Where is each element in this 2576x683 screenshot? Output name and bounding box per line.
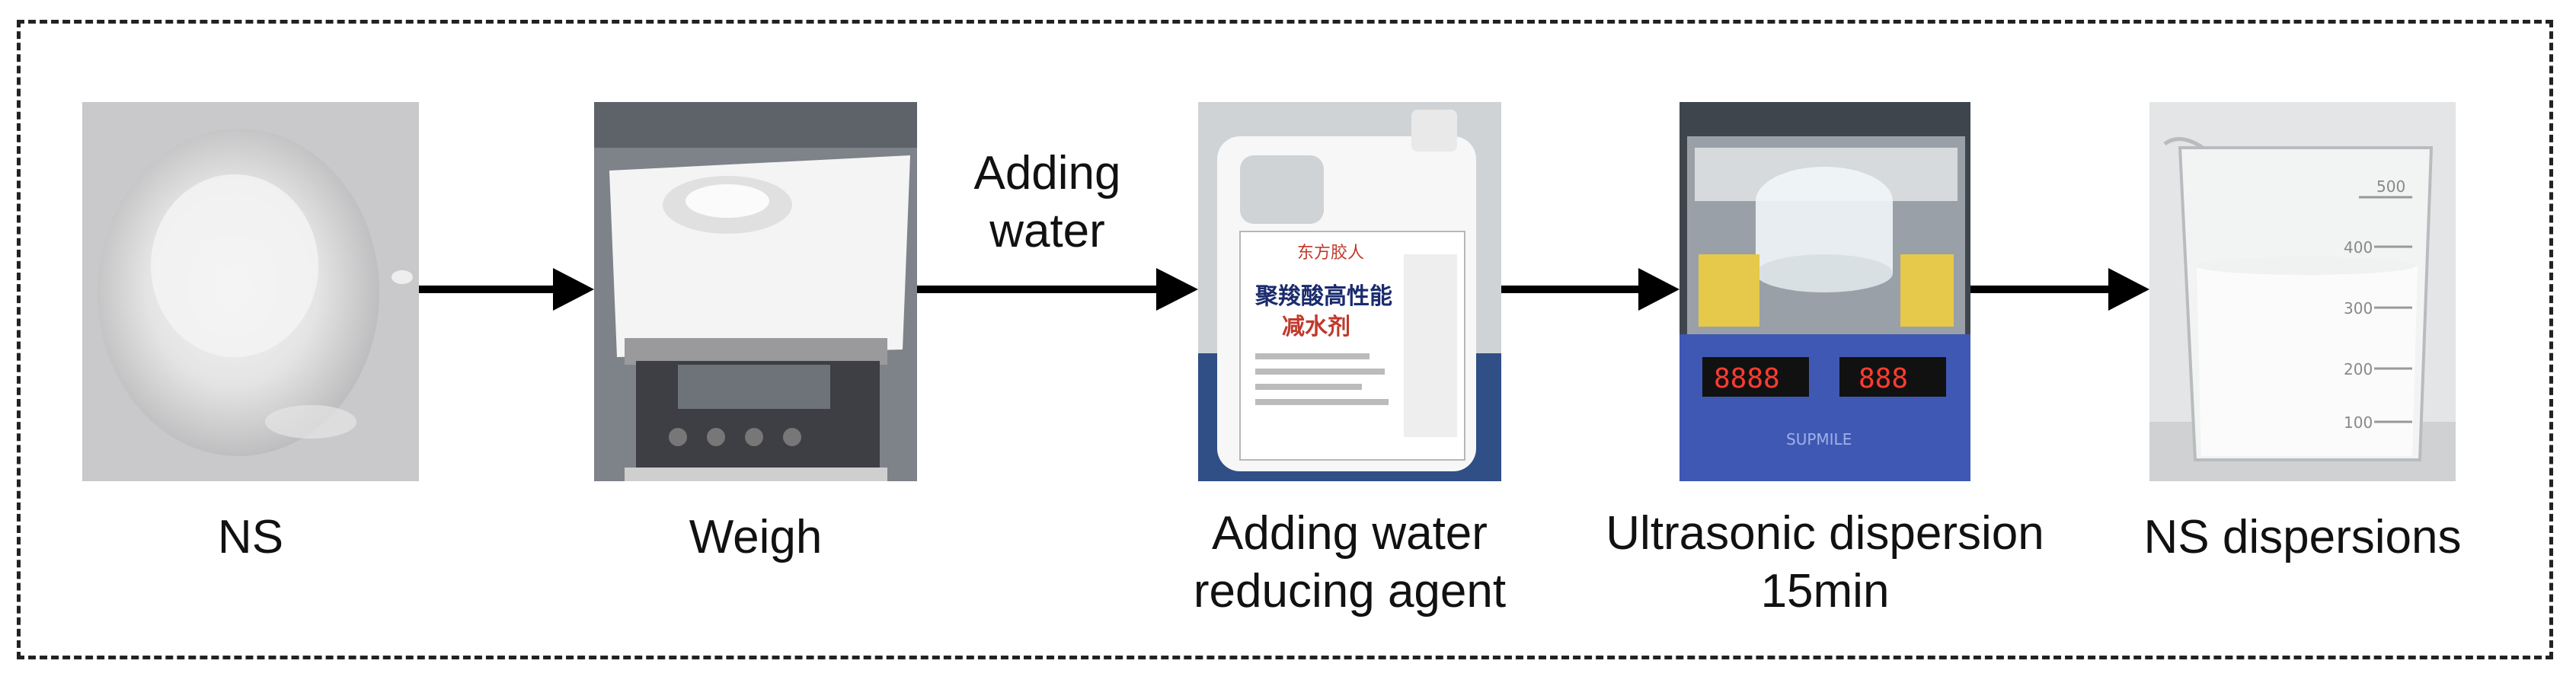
arrow-2-label-line2: water — [989, 205, 1105, 257]
arrow-4 — [1970, 259, 2149, 320]
arrow-2 — [917, 259, 1198, 320]
arrow-1 — [419, 259, 594, 320]
ns-powder-photo — [82, 102, 419, 481]
graduation-400: 400 — [2344, 238, 2373, 257]
arrow-2-label-line1: Adding — [973, 147, 1121, 199]
step-label-ultrasonic-line1: Ultrasonic dispersion — [1606, 507, 2044, 560]
step-label-adding-agent: Adding water reducing agent — [1159, 505, 1540, 621]
admixture-jug-photo: 东方胶人 聚羧酸高性能 减水剂 — [1198, 102, 1501, 481]
step-label-ultrasonic: Ultrasonic dispersion 15min — [1581, 505, 2069, 621]
graduation-300: 300 — [2344, 299, 2373, 318]
step-label-adding-agent-line1: Adding water — [1212, 507, 1488, 560]
jug-subtitle-text: 减水剂 — [1282, 314, 1350, 340]
graduation-100: 100 — [2344, 413, 2373, 432]
left-display-readout: 8888 — [1714, 363, 1780, 394]
arrow-2-label: Adding water — [929, 145, 1165, 260]
arrow-3 — [1501, 259, 1680, 320]
step-label-ultrasonic-line2: 15min — [1760, 565, 1890, 618]
process-frame — [17, 20, 2553, 659]
graduation-200: 200 — [2344, 360, 2373, 378]
bath-brand-text: SUPMILE — [1786, 430, 1852, 448]
beaker-photo: 500 400 300 200 100 — [2149, 102, 2456, 481]
graduation-500: 500 — [2376, 177, 2405, 196]
step-label-ns-dispersions: NS dispersions — [2143, 511, 2462, 563]
ultrasonic-bath-photo: 8888 888 SUPMILE — [1680, 102, 1970, 481]
step-label-weigh: Weigh — [689, 511, 823, 563]
scale-photo — [594, 102, 917, 481]
step-label-ns: NS — [217, 511, 284, 563]
step-label-adding-agent-line2: reducing agent — [1193, 565, 1507, 618]
jug-title-text: 聚羧酸高性能 — [1254, 283, 1392, 310]
jug-brand-text: 东方胶人 — [1297, 244, 1364, 263]
right-display-readout: 888 — [1858, 363, 1908, 394]
